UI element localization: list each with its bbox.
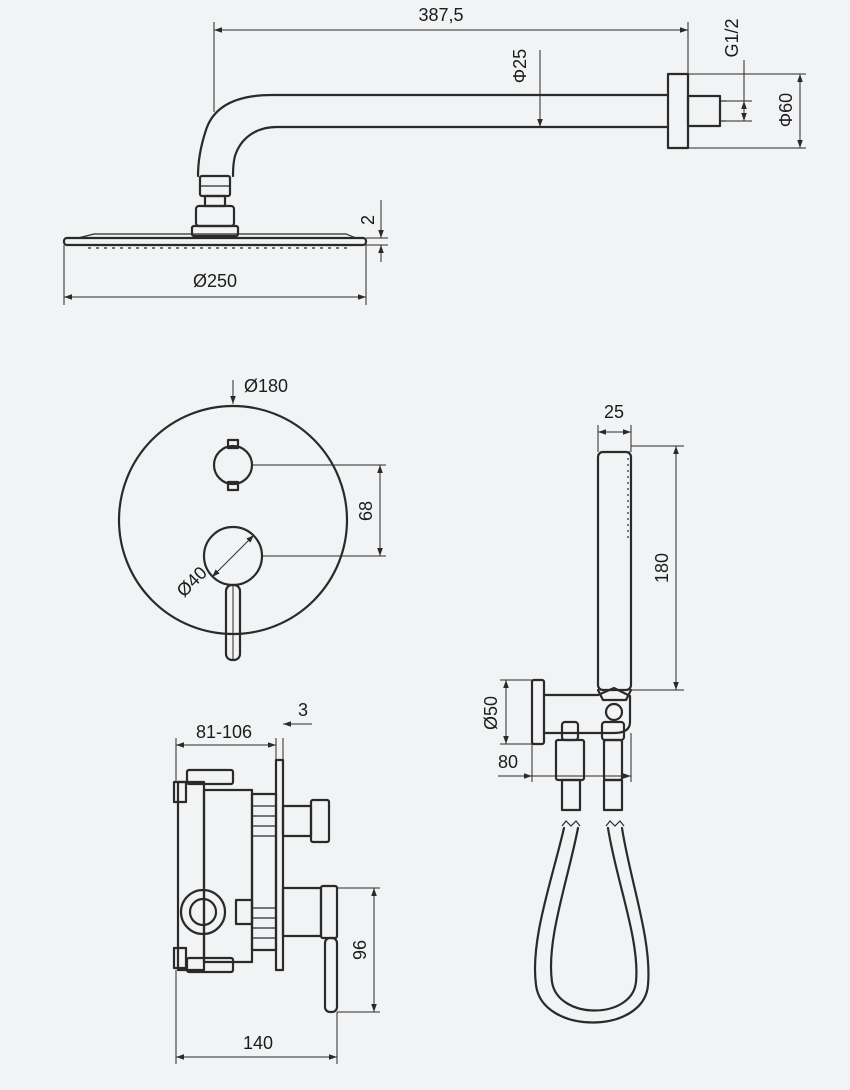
- thread-label: G1/2: [722, 18, 742, 57]
- arm-length-label: 387,5: [418, 5, 463, 25]
- dimension-body-width: 140: [175, 970, 338, 1064]
- dimension-head-diameter: Ø250: [63, 245, 367, 305]
- dimension-arm-length: 387,5: [213, 5, 689, 112]
- hand-shower-assembly: [530, 450, 650, 1024]
- mixer-side-view: [172, 758, 339, 1014]
- mixer-front-view: [117, 404, 349, 662]
- shower-head-assembly: [62, 72, 726, 249]
- dimension-plate-thickness: 3: [282, 700, 312, 760]
- hand-shower-width-label: 25: [604, 402, 624, 422]
- dimension-lever-height: 96: [337, 887, 380, 1013]
- lever-height-label: 96: [350, 940, 370, 960]
- arm-diameter-label: Φ25: [510, 49, 530, 83]
- body-width-label: 140: [243, 1033, 273, 1053]
- dimension-flange-diameter: Φ60: [688, 73, 806, 149]
- dimension-holder-diameter: Ø50: [481, 679, 532, 745]
- dimension-holder-depth: 80: [498, 733, 632, 782]
- holder-depth-label: 80: [498, 752, 518, 772]
- flange-diameter-label: Φ60: [776, 93, 796, 127]
- dimension-hand-shower-width: 25: [597, 402, 632, 452]
- head-thickness-label: 2: [358, 215, 378, 225]
- body-depth-label: 81-106: [196, 722, 252, 742]
- handle-spacing-label: 68: [356, 501, 376, 521]
- head-diameter-label: Ø250: [193, 271, 237, 291]
- dimension-thread: G1/2: [722, 18, 752, 122]
- plate-thickness-label: 3: [298, 700, 308, 720]
- dimension-arm-diameter: Φ25: [510, 49, 543, 127]
- dimension-plate-diameter: Ø180: [230, 376, 288, 404]
- plate-diameter-label: Ø180: [244, 376, 288, 396]
- dimension-hand-shower-length: 180: [631, 445, 684, 691]
- dimension-handle-spacing: 68: [252, 464, 386, 557]
- ribs: [250, 792, 278, 952]
- hand-shower-length-label: 180: [652, 553, 672, 583]
- dimension-head-thickness: 2: [358, 200, 388, 262]
- dimension-body-depth: 81-106: [175, 722, 277, 782]
- dimension-handle-diameter: Ø40: [173, 534, 255, 601]
- holder-diameter-label: Ø50: [481, 696, 501, 730]
- handle-diameter-label: Ø40: [173, 563, 211, 601]
